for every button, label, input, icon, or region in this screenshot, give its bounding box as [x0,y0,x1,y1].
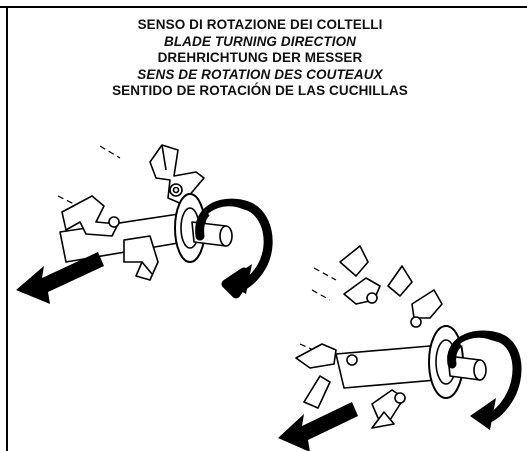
top-border [0,6,527,8]
rotor-assembly-upper [57,144,233,281]
rotation-arrowhead-upper [226,264,252,294]
title-italian: SENSO DI ROTAZIONE DEI COLTELLI [137,17,383,32]
rotation-arrowhead-lower [470,398,496,430]
direction-arrow-lower [278,402,358,451]
title-spanish: SENTIDO DE ROTACIÓN DE LAS CUCHILLAS [112,83,408,98]
rotor-assembly-lower [295,245,487,429]
title-block: SENSO DI ROTAZIONE DEI COLTELLI BLADE TU… [40,17,480,100]
left-border [6,6,8,451]
rotation-arrow-lower [447,330,522,425]
direction-arrow-left [16,252,104,304]
title-english: BLADE TURNING DIRECTION [163,33,357,49]
title-french: SENS DE ROTATION DES COUTEAUX [137,66,383,82]
title-german: DREHRICHTUNG DER MESSER [157,50,363,65]
